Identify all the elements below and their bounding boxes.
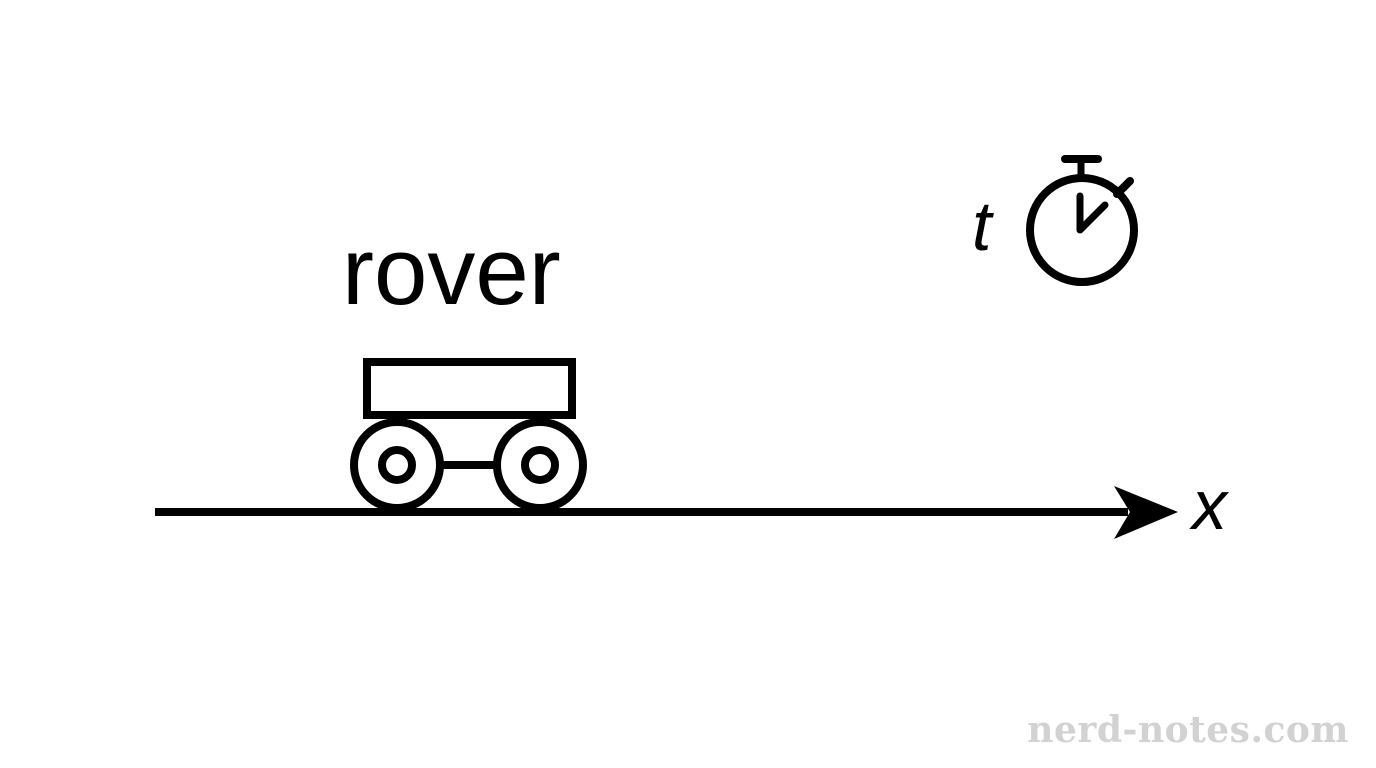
rover-wheel-right-hub: [521, 446, 559, 484]
rover-wheel-left: [350, 418, 444, 512]
stopwatch-face: [1026, 174, 1138, 286]
rover-wheel-right: [493, 418, 587, 512]
x-axis: [155, 486, 1178, 539]
rover-icon: [350, 358, 587, 512]
x-axis-arrowhead: [1114, 486, 1178, 539]
watermark-text: nerd-notes.com: [1027, 709, 1349, 751]
rover-wheel-left-hub: [378, 446, 416, 484]
stopwatch-icon: [1026, 155, 1138, 286]
rover-label: rover: [342, 218, 561, 325]
x-axis-label: x: [1189, 466, 1230, 544]
time-label: t: [972, 187, 994, 265]
rover-body: [363, 358, 576, 419]
stopwatch-hands: [1076, 192, 1109, 234]
